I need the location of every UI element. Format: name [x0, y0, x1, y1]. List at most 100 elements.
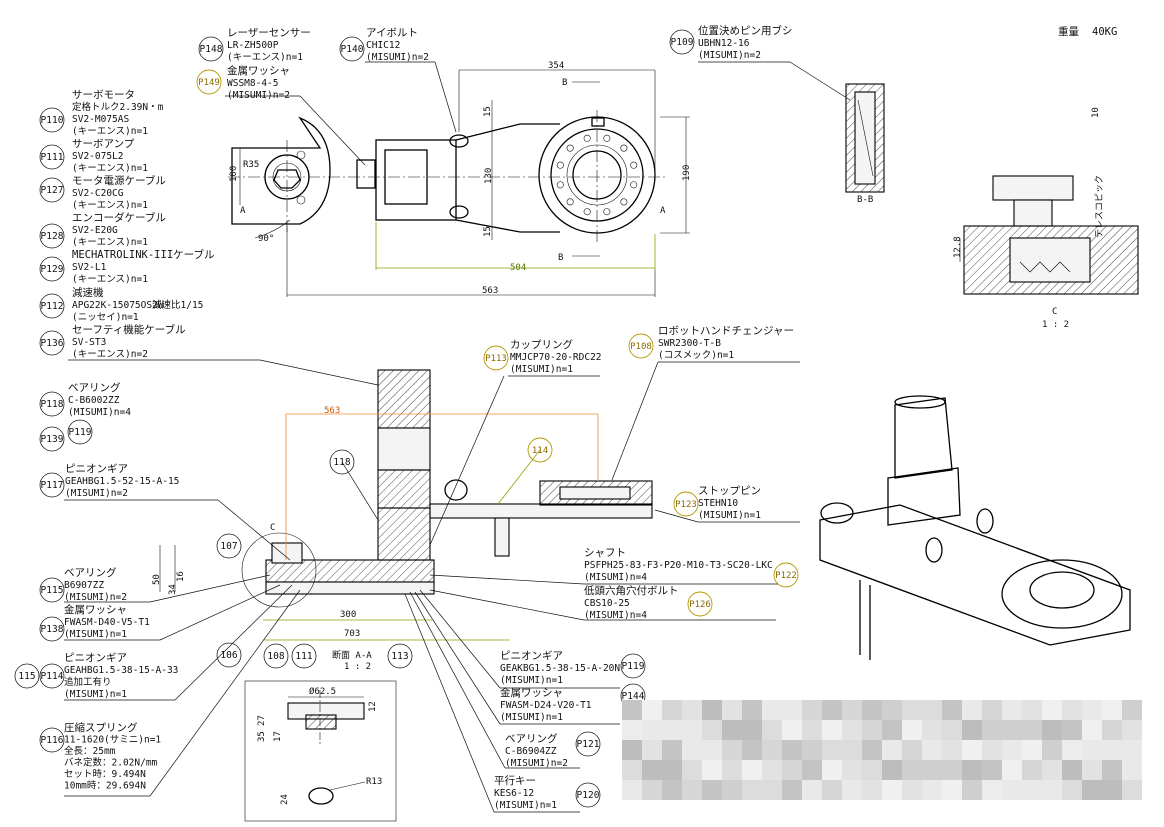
redaction-cell [962, 780, 982, 800]
dim-12: 12 [368, 701, 378, 712]
note-bearing115-line-1: B6907ZZ [64, 580, 104, 591]
note-spring-line-0: 圧縮スプリング [64, 721, 138, 734]
redaction-cell [742, 740, 762, 760]
balloon-p116 [39, 727, 65, 753]
note-bearing121-line-1: C-B6904ZZ [505, 746, 557, 757]
redaction-cell [1122, 760, 1142, 780]
redaction-cell [1102, 760, 1122, 780]
note-bearing121-line-2: (MISUMI)n=2 [505, 758, 568, 769]
note-safety-line-1: SV-ST3 [72, 337, 106, 348]
redaction-cell [622, 740, 642, 760]
ring-bolt-hole [620, 144, 628, 152]
redaction-cell [942, 740, 962, 760]
redaction-cell [1022, 700, 1042, 720]
balloon-p123 [673, 491, 699, 517]
redaction-cell [682, 780, 702, 800]
c-title: C [1052, 307, 1057, 317]
section-b-mark-2: B [558, 253, 563, 263]
balloon-n113 [387, 643, 413, 669]
c-detail-view: 12.8 10 テレスコピック C 1 : 2 [953, 107, 1139, 330]
redaction-cell [782, 700, 802, 720]
balloon-p115 [39, 577, 65, 603]
note-bearing118-line-1: C-B6002ZZ [68, 395, 120, 406]
note-coupling-line-0: カップリング [510, 338, 573, 351]
note-safety-line-0: セーフティ機能ケーブル [72, 323, 186, 336]
redaction-cell [1042, 720, 1062, 740]
dim-17: 17 [273, 731, 283, 742]
dim-90deg: 90° [258, 234, 274, 244]
balloon-p126-label: P126 [689, 600, 711, 610]
note-spring-line-1: 11-1620(サミニ)n=1 [64, 735, 161, 746]
arm-plate [429, 503, 653, 519]
redaction-cell [1122, 700, 1142, 720]
redaction-cell [742, 760, 762, 780]
redaction-cell [682, 760, 702, 780]
balloon-p111-label: P111 [41, 152, 64, 163]
redaction-cell [662, 760, 682, 780]
redaction-cell [842, 780, 862, 800]
redaction-cell [882, 720, 902, 740]
balloon-n108-label: 108 [267, 651, 284, 662]
redaction-cell [662, 720, 682, 740]
balloon-p127 [39, 177, 65, 203]
balloon-p119b-label: P119 [622, 661, 645, 672]
redaction-cell [642, 700, 662, 720]
redaction-cell [622, 720, 642, 740]
note-pin-line-1: UBHN12-16 [698, 38, 750, 49]
note-bolt-line-0: 低頭六角穴付ボルト [584, 584, 679, 597]
redaction-cell [702, 740, 722, 760]
redaction-cell [1062, 740, 1082, 760]
note-washer144-line-2: (MISUMI)n=1 [500, 712, 563, 723]
ring-bolt-hole [566, 198, 574, 206]
dim-27: 27 [257, 715, 267, 726]
redaction-cell [1002, 720, 1022, 740]
note-reducer-line-2: APG22K-15075OS2W [72, 300, 164, 311]
top-plan-view: 354 504 563 190 15 130 15 100 R35 90° A … [228, 61, 692, 297]
note-spring-line-4: セット時：9.494N [64, 769, 146, 780]
dim-703: 703 [344, 629, 360, 639]
redaction-cell [742, 780, 762, 800]
balloon-n118 [329, 449, 355, 475]
dim-504: 504 [510, 263, 526, 273]
bb-section-view: B-B [845, 83, 885, 205]
ring-bolt-hole [583, 134, 591, 142]
note-pin-line-0: 位置決めピン用ブシ [698, 24, 793, 37]
note-pinion119-line-2: (MISUMI)n=1 [500, 675, 563, 686]
redaction-cell [1082, 740, 1102, 760]
note-changer-line-2: (コスメック)n=1 [658, 350, 734, 361]
redaction-cell [1042, 760, 1062, 780]
motor-flange [231, 116, 331, 225]
balloon-n114 [527, 437, 553, 463]
redaction-cell [1102, 780, 1122, 800]
balloon-p139 [39, 426, 65, 452]
note-coupling-line-1: MMJCP70-20-RDC22 [510, 352, 602, 363]
redaction-cell [782, 740, 802, 760]
dim-12-8: 12.8 [953, 236, 963, 258]
section-b-mark: B [562, 78, 567, 88]
balloon-p149 [196, 69, 222, 95]
balloon-p127-label: P127 [41, 185, 64, 196]
redaction-cell [862, 740, 882, 760]
redaction-cell [1082, 760, 1102, 780]
balloon-p108-label: P108 [630, 342, 652, 352]
redaction-cell [682, 720, 702, 740]
redaction-cell [782, 720, 802, 740]
note-bearing118-line-0: ベアリング [68, 381, 121, 394]
redaction-cell [902, 780, 922, 800]
note-bolt-line-1: CBS10-25 [584, 598, 630, 609]
redaction-cell [942, 700, 962, 720]
redaction-cell [1082, 720, 1102, 740]
balloon-p113-label: P113 [485, 354, 507, 364]
redaction-cell [1082, 700, 1102, 720]
note-servo-line-0: サーボモータ [72, 89, 135, 101]
ring-bolt-hole [620, 198, 628, 206]
balloon-p115-label: P115 [41, 585, 64, 596]
balloon-p113 [483, 345, 509, 371]
note-washer138-line-1: FWASM-D40-V5-T1 [64, 617, 150, 628]
redaction-cell [642, 760, 662, 780]
note-pinion114-line-3: (MISUMI)n=1 [64, 689, 127, 700]
note-pinion117-line-1: GEAHBG1.5-52-15-A-15 [65, 476, 179, 487]
redaction-cell [862, 760, 882, 780]
redaction-cell [862, 780, 882, 800]
redaction-cell [1002, 700, 1022, 720]
